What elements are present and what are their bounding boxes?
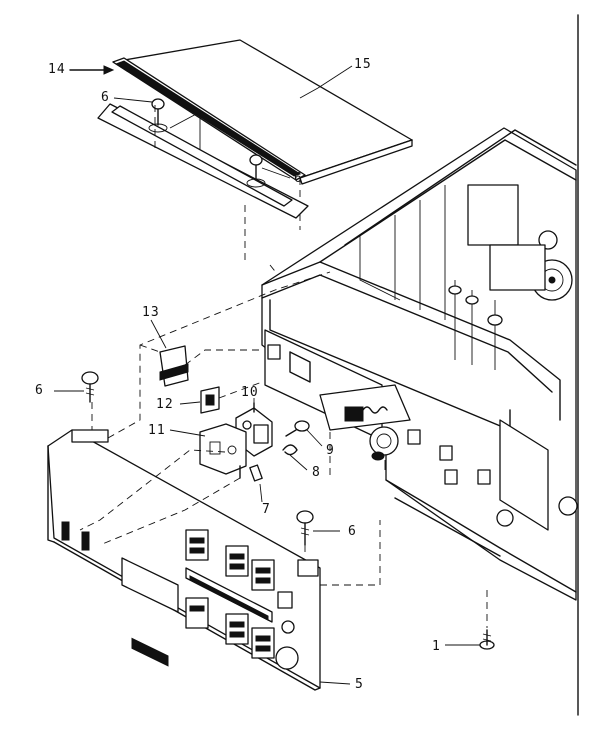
screw-6-left [81,371,99,403]
screw-part-1 [479,590,495,650]
front-panel-part-5 [47,429,321,691]
callout-1: 1 [432,639,441,654]
leader-lines [54,65,480,685]
callout-7: 7 [262,502,271,517]
pin-part-7 [249,464,263,482]
screw-part-9-head [285,420,310,437]
callout-13: 13 [142,305,160,320]
callout-12: 12 [156,397,174,412]
main-chassis [261,127,578,601]
callout-6-top-b: 6 [294,171,303,186]
plate-part-11 [199,423,247,479]
screw-6-top-b [246,154,266,188]
assembly-guide-lines [79,105,381,586]
clip-part-8 [282,444,298,456]
top-cover-part-15 [112,39,413,265]
callout-14: 14 [48,62,66,77]
block-part-12 [200,386,220,414]
callout-6-top-a: 6 [101,90,110,105]
callout-10: 10 [241,385,259,400]
callout-15: 15 [354,57,372,72]
callout-6-right: 6 [348,524,357,539]
callout-5: 5 [355,677,364,692]
callout-11-final: 11 [148,423,166,438]
callout-8: 8 [312,465,321,480]
trim-strip-part-14 [97,57,309,219]
callout-9: 9 [326,443,335,458]
callout-6-left: 6 [35,383,44,398]
bracket-part-13 [159,345,189,387]
motor-assembly-part-9 [319,384,411,461]
screw-6-right [296,510,314,546]
